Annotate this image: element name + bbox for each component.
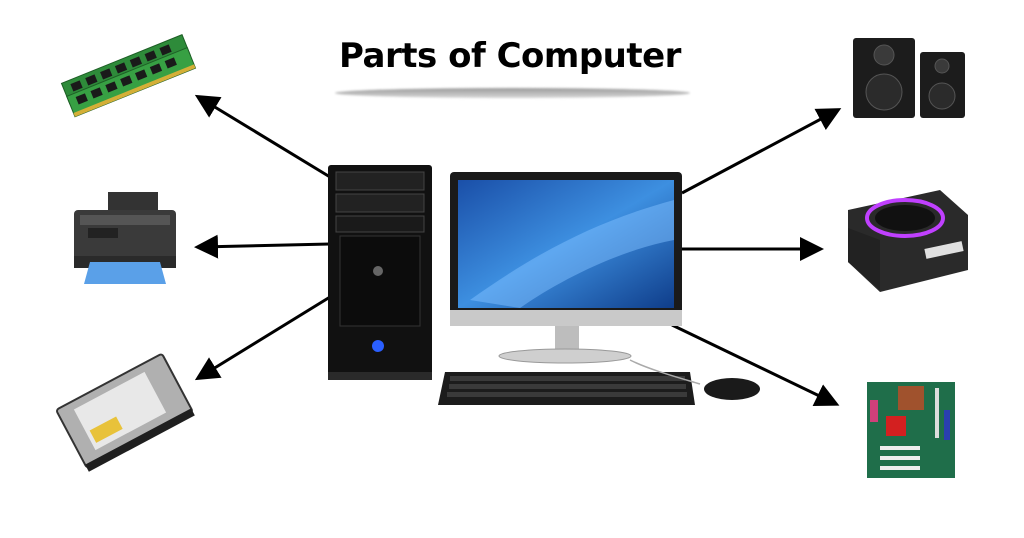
speakers-icon xyxy=(853,38,965,118)
arrow-to-ram xyxy=(194,94,331,179)
keyboard-icon xyxy=(438,372,695,405)
arrow-to-printer xyxy=(194,234,331,259)
power-supply-icon xyxy=(848,190,968,292)
title-underline xyxy=(335,88,690,98)
cpu-tower-icon xyxy=(328,165,432,380)
diagram-title: Parts of Computer xyxy=(339,36,681,76)
motherboard-icon xyxy=(867,382,955,478)
mouse-icon xyxy=(629,359,760,400)
arrow-to-hard-disk xyxy=(194,295,331,381)
arrows xyxy=(194,94,842,407)
monitor-icon xyxy=(450,172,682,364)
ram-icon xyxy=(60,34,197,118)
printer-icon xyxy=(74,192,176,284)
arrow-to-speakers xyxy=(681,108,842,195)
hard-disk-icon xyxy=(56,353,195,472)
arrow-to-motherboard xyxy=(671,323,840,407)
